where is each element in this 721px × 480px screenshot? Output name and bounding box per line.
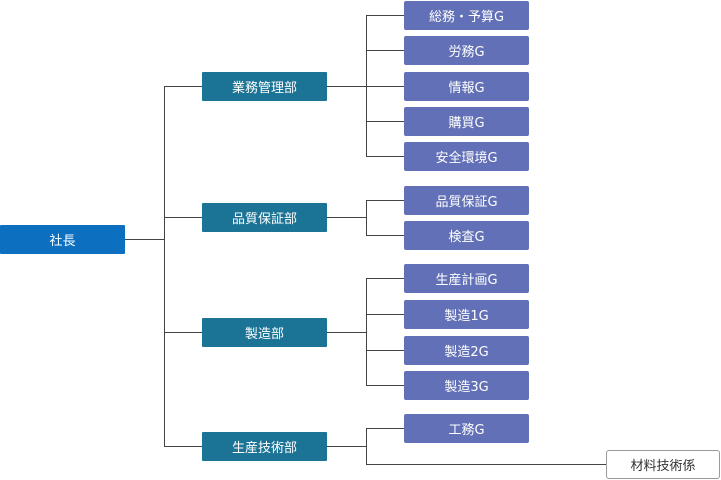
group-box: 労務G	[404, 36, 529, 65]
section-box: 材料技術係	[606, 450, 720, 479]
dept-gyomu-kanri: 業務管理部	[202, 72, 327, 101]
group-box: 安全環境G	[404, 142, 529, 171]
dept-hinshitsu-hosho: 品質保証部	[202, 203, 327, 232]
dept-seizo: 製造部	[202, 318, 327, 347]
group-box: 工務G	[404, 414, 529, 443]
group-box: 生産計画G	[404, 264, 529, 293]
group-box: 製造3G	[404, 371, 529, 400]
dept-seisan-gijutsu: 生産技術部	[202, 432, 327, 461]
group-box: 検査G	[404, 221, 529, 250]
group-box: 購買G	[404, 107, 529, 136]
group-box: 品質保証G	[404, 186, 529, 215]
president-box: 社長	[0, 225, 125, 254]
group-box: 情報G	[404, 72, 529, 101]
group-box: 総務・予算G	[404, 1, 529, 30]
group-box: 製造2G	[404, 336, 529, 365]
group-box: 製造1G	[404, 300, 529, 329]
